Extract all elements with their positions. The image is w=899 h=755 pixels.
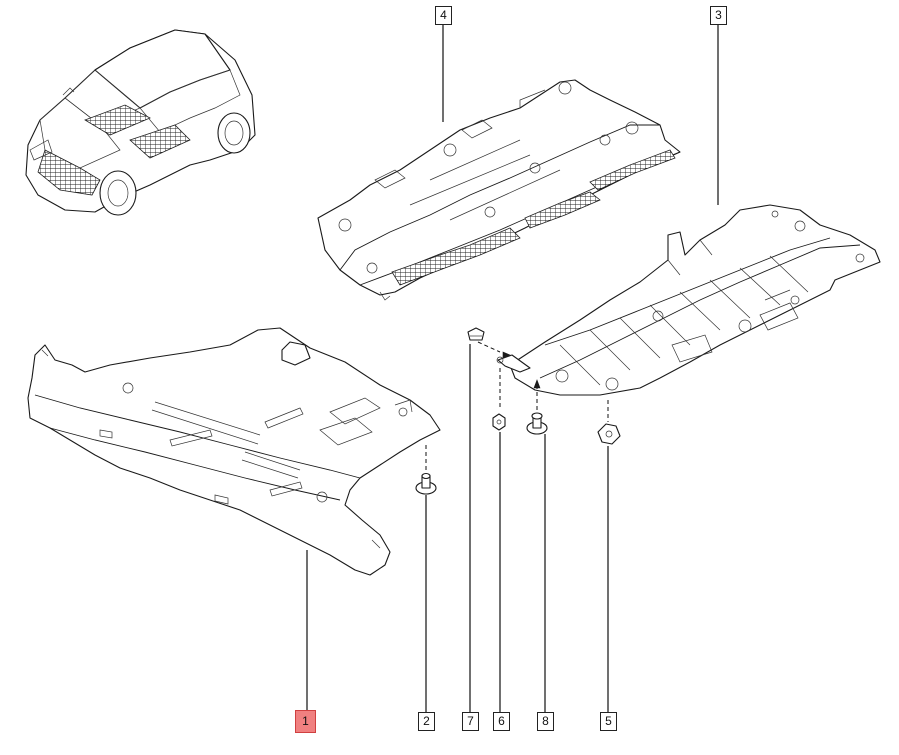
- callout-8[interactable]: 8: [537, 712, 554, 731]
- callout-1-selected[interactable]: 1: [295, 710, 316, 733]
- callout-4[interactable]: 4: [435, 6, 452, 25]
- part-7-clip[interactable]: [467, 327, 485, 341]
- part-3-underbody-panel[interactable]: [509, 204, 881, 396]
- part-1-engine-undertray[interactable]: [27, 327, 441, 576]
- callout-5[interactable]: 5: [600, 712, 617, 731]
- part-2-screw[interactable]: [415, 472, 437, 495]
- part-8-screw[interactable]: [526, 412, 548, 435]
- callout-3[interactable]: 3: [710, 6, 727, 25]
- car-illustration: [25, 29, 256, 216]
- mounting-bracket: [496, 354, 531, 373]
- part-4-underbody-panel[interactable]: [317, 79, 681, 301]
- callout-7[interactable]: 7: [462, 712, 479, 731]
- callout-6[interactable]: 6: [493, 712, 510, 731]
- part-6-nut[interactable]: [492, 413, 506, 431]
- callout-2[interactable]: 2: [418, 712, 435, 731]
- part-5-nut[interactable]: [597, 423, 621, 445]
